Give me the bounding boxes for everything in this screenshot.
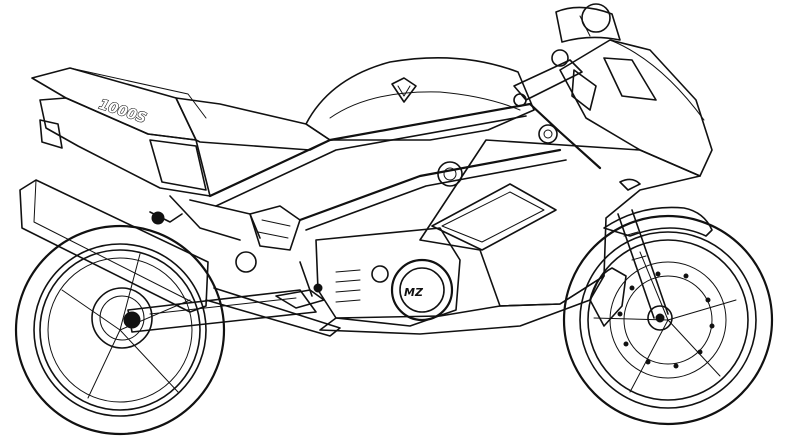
tank-emblem xyxy=(391,77,417,103)
fairing-indicator xyxy=(619,178,641,191)
belly-pan xyxy=(319,275,605,335)
exhaust xyxy=(19,179,341,337)
engine-bolt xyxy=(371,265,389,283)
taillight xyxy=(39,119,63,149)
rear-shock xyxy=(235,205,301,273)
rear-rim-inner xyxy=(47,257,193,403)
handlebar-assembly xyxy=(513,49,597,111)
rear-tire-inner xyxy=(33,243,207,417)
brake-reservoir xyxy=(551,49,569,67)
front-axle xyxy=(655,313,665,323)
tank-body xyxy=(305,56,535,141)
engine-badge: MZ xyxy=(404,286,424,299)
frame-bolt-2 xyxy=(538,124,558,144)
tail-section: 1000S xyxy=(31,67,211,197)
rear-rim xyxy=(39,249,201,411)
frame-top-spar xyxy=(208,102,602,198)
fairing-panel xyxy=(419,139,701,307)
engine-cover xyxy=(390,258,454,322)
side-fairing xyxy=(419,139,701,307)
exhaust-pipe xyxy=(205,287,341,337)
rear-wheel xyxy=(14,224,226,436)
rear-sprocket-inner xyxy=(99,295,145,341)
frame-bolt-1 xyxy=(437,161,463,187)
subframe xyxy=(149,195,261,241)
front-wheel-spokes xyxy=(593,251,737,393)
chain-line xyxy=(149,297,297,315)
rear-wheel-spokes xyxy=(61,253,191,399)
rear-sprocket xyxy=(91,287,153,349)
front-wheel xyxy=(562,214,774,426)
engine: MZ xyxy=(315,227,461,327)
headlight xyxy=(603,57,657,101)
fairing-vent xyxy=(431,183,557,251)
fuel-tank xyxy=(305,56,535,141)
front-fender xyxy=(603,206,713,237)
front-tire-inner xyxy=(579,231,757,409)
disc-holes xyxy=(617,271,715,369)
rear-axle xyxy=(123,311,141,329)
brake-disc-inner xyxy=(623,275,713,365)
frame-lower-spar xyxy=(298,148,562,222)
front-fork xyxy=(617,209,669,319)
main-frame xyxy=(208,102,602,231)
front-fairing xyxy=(555,3,713,177)
mirror xyxy=(581,3,611,33)
clip-on-bar xyxy=(513,59,583,101)
bar-end xyxy=(513,93,527,107)
rear-tire-outer xyxy=(14,224,226,436)
front-rim xyxy=(587,239,749,401)
front-tire-outer xyxy=(562,214,774,426)
fork-cap xyxy=(571,69,597,111)
brake-caliper xyxy=(589,267,627,327)
rider-footpeg xyxy=(275,261,325,309)
upper-fairing xyxy=(559,39,713,177)
front-hub xyxy=(647,305,673,331)
windscreen xyxy=(555,6,621,43)
tail-panel xyxy=(149,139,207,191)
